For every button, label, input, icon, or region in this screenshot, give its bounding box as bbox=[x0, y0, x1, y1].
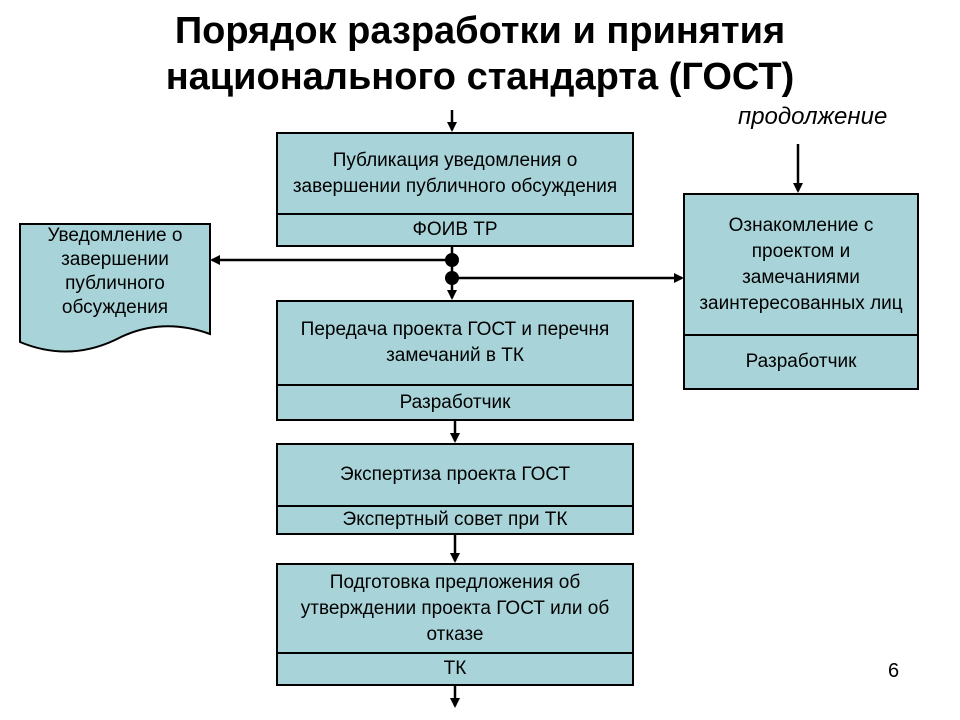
document-text: Уведомление о завершении публичного обсу… bbox=[47, 225, 183, 318]
side-review-box: Ознакомление с проектом и замечаниями за… bbox=[683, 193, 919, 390]
title-line-1: Порядок разработки и принятия bbox=[174, 10, 786, 52]
step-transfer-label: Передача проекта ГОСТ и перечня замечани… bbox=[300, 319, 610, 366]
side-review-label: Ознакомление с проектом и замечаниями за… bbox=[699, 214, 903, 314]
continuation-label: продолжение bbox=[738, 103, 888, 130]
step-publication-label: Публикация уведомления о завершении публ… bbox=[292, 149, 618, 197]
slide-title: Порядок разработки и принятия национальн… bbox=[0, 8, 960, 100]
step-publication-box: Публикация уведомления о завершении публ… bbox=[276, 132, 634, 247]
junction-dot-2 bbox=[445, 271, 459, 285]
step-proposal-label: Подготовка предложения об утверждении пр… bbox=[300, 571, 610, 645]
title-line-2: национального стандарта (ГОСТ) bbox=[165, 56, 795, 98]
step-expertise-responsible: Экспертный совет при ТК bbox=[278, 505, 632, 533]
step-transfer-box: Передача проекта ГОСТ и перечня замечани… bbox=[276, 300, 634, 421]
step-expertise-label: Экспертиза проекта ГОСТ bbox=[339, 464, 571, 485]
step-publication-responsible: ФОИВ ТР bbox=[278, 213, 632, 245]
side-review-responsible: Разработчик bbox=[685, 334, 917, 388]
step-expertise-box: Экспертиза проекта ГОСТ Экспертный совет… bbox=[276, 443, 634, 535]
document-shape bbox=[19, 223, 211, 353]
page-number: 6 bbox=[888, 660, 900, 682]
step-transfer-responsible: Разработчик bbox=[278, 384, 632, 419]
step-proposal-box: Подготовка предложения об утверждении пр… bbox=[276, 563, 634, 686]
junction-dot-1 bbox=[445, 253, 459, 267]
step-proposal-responsible: ТК bbox=[278, 652, 632, 684]
